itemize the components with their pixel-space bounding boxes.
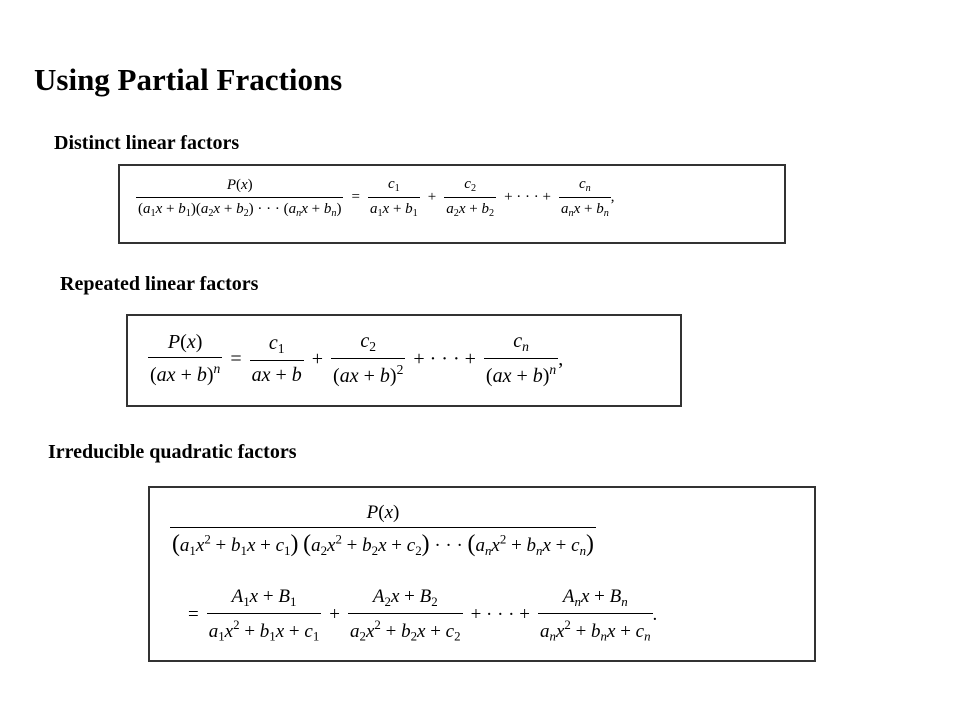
page-title: Using Partial Fractions <box>34 62 343 97</box>
repeated-linear-heading: Repeated linear factors <box>60 273 259 295</box>
irreducible-quadratic-heading: Irreducible quadratic factors <box>48 441 297 463</box>
irreducible-quadratic-rhs: = A1x + B1 a1x2 + b1x + c1 + A2x + B2 a2… <box>188 586 658 644</box>
repeated-linear-formula-box: P(x) (ax + b)n = c1 ax + b + c2 (ax + b)… <box>126 314 682 407</box>
repeated-linear-formula: P(x) (ax + b)n = c1 ax + b + c2 (ax + b)… <box>148 330 564 388</box>
distinct-linear-formula: P(x) (a1x + b1)(a2x + b2) · · · (anx + b… <box>136 176 615 220</box>
irreducible-quadratic-formula-box: P(x) (a1x2 + b1x + c1) (a2x2 + b2x + c2)… <box>148 486 816 662</box>
distinct-linear-heading: Distinct linear factors <box>54 132 240 154</box>
irreducible-quadratic-lhs: P(x) (a1x2 + b1x + c1) (a2x2 + b2x + c2)… <box>170 502 596 558</box>
distinct-linear-formula-box: P(x) (a1x + b1)(a2x + b2) · · · (anx + b… <box>118 164 786 244</box>
